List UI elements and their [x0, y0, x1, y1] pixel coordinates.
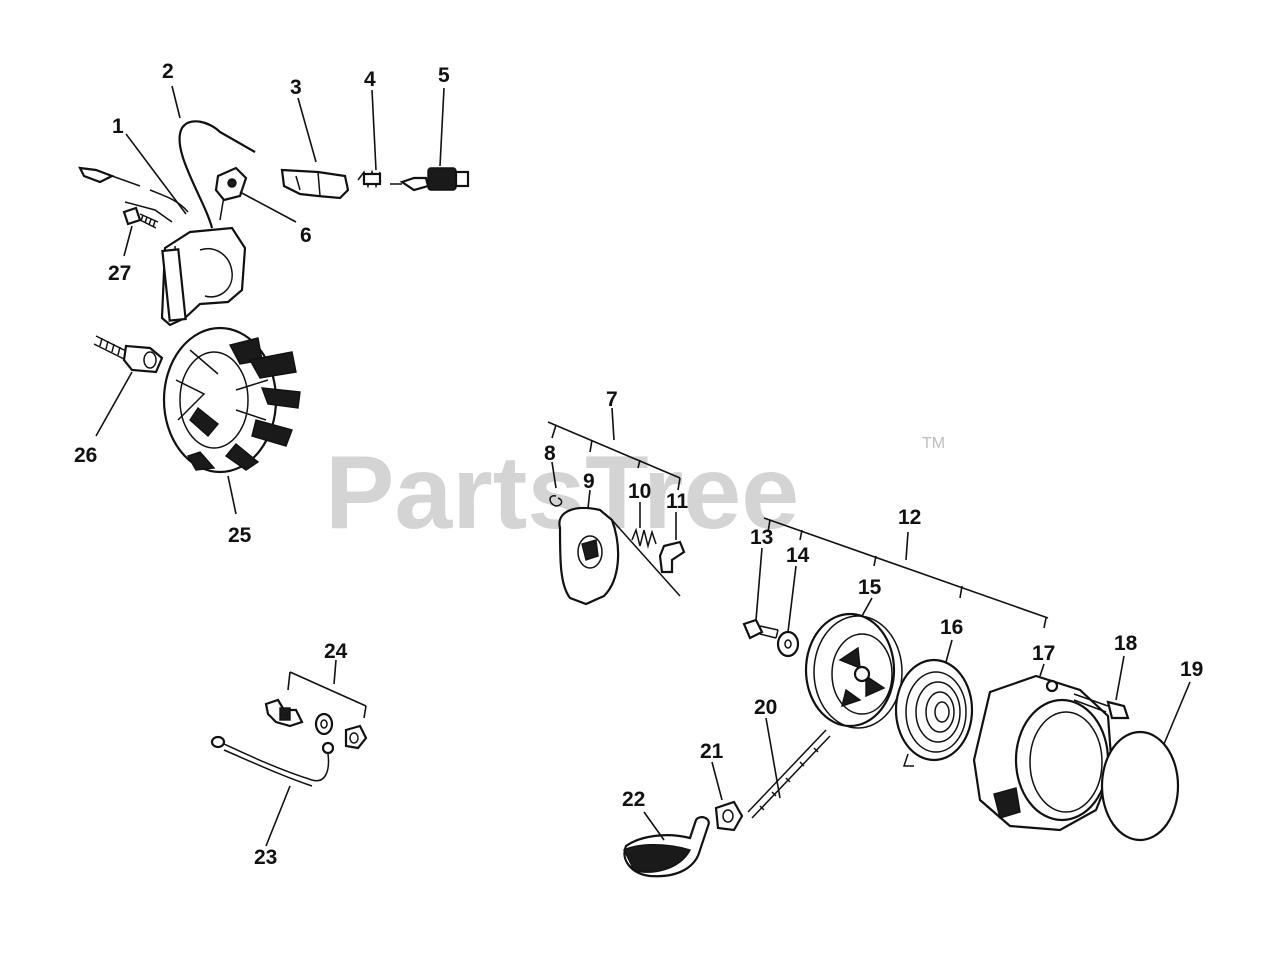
flywheel-nut-stud[interactable]: [93, 335, 164, 374]
stop-switch-bracket: [287, 659, 367, 719]
ignition-coil[interactable]: [160, 226, 247, 327]
callout-5: 5: [438, 64, 450, 87]
callout-10: 10: [628, 480, 651, 503]
clutch-shoe[interactable]: [558, 506, 681, 606]
callout-labels: 1 2 3 4 5 6 7 8 9 10 11 12 13 14 15 16 1…: [74, 60, 1203, 869]
clutch-spring[interactable]: [631, 527, 657, 549]
recoil-spring[interactable]: [894, 658, 974, 767]
stop-switch[interactable]: [264, 698, 304, 728]
callout-9: 9: [583, 470, 595, 493]
callout-18: 18: [1114, 632, 1138, 655]
callout-3: 3: [290, 76, 302, 99]
callout-6: 6: [300, 224, 312, 247]
starter-cover-gasket[interactable]: [1100, 730, 1180, 842]
switch-washer[interactable]: [314, 712, 334, 736]
starter-rope[interactable]: [747, 729, 831, 819]
callout-2: 2: [162, 60, 174, 83]
callout-25: 25: [228, 524, 252, 547]
callout-21: 21: [700, 740, 724, 763]
spark-plug-spring[interactable]: [357, 169, 382, 189]
starter-group-bracket: [763, 517, 1049, 629]
callout-22: 22: [622, 788, 645, 811]
grommet[interactable]: [214, 166, 248, 202]
callout-14: 14: [786, 544, 810, 567]
callout-7: 7: [606, 388, 618, 411]
callout-11: 11: [666, 490, 689, 513]
callout-16: 16: [940, 616, 963, 639]
callout-23: 23: [254, 846, 277, 869]
starter-screw[interactable]: [742, 618, 779, 640]
starter-pulley[interactable]: [804, 612, 903, 729]
callout-8: 8: [544, 442, 556, 465]
callout-4: 4: [364, 68, 376, 91]
rope-guide[interactable]: [714, 800, 744, 832]
clutch-cam[interactable]: [658, 540, 686, 574]
callout-20: 20: [754, 696, 777, 719]
spark-plug-boot[interactable]: [280, 168, 350, 200]
starter-handle[interactable]: [623, 816, 710, 878]
clutch-e-ring[interactable]: [549, 495, 563, 507]
clutch-group-bracket: [547, 407, 681, 491]
leader-lines: [95, 85, 1191, 847]
callout-12: 12: [898, 506, 921, 529]
stop-switch-wire[interactable]: [210, 735, 335, 787]
callout-24: 24: [324, 640, 348, 663]
flywheel[interactable]: [162, 326, 301, 474]
starter-housing[interactable]: [972, 674, 1114, 832]
watermark-tm: TM: [922, 435, 945, 452]
callout-27: 27: [108, 262, 131, 285]
callout-26: 26: [74, 444, 97, 467]
callout-1: 1: [112, 115, 124, 138]
housing-bolt[interactable]: [1073, 693, 1130, 720]
callout-19: 19: [1180, 658, 1203, 681]
callout-15: 15: [858, 576, 882, 599]
ground-lead-wires[interactable]: [78, 166, 189, 223]
switch-nut[interactable]: [344, 724, 368, 750]
callout-13: 13: [750, 526, 773, 549]
starter-washer[interactable]: [776, 630, 800, 658]
callout-17: 17: [1032, 642, 1055, 665]
spark-plug[interactable]: [390, 167, 470, 192]
coil-bolt[interactable]: [122, 206, 159, 229]
